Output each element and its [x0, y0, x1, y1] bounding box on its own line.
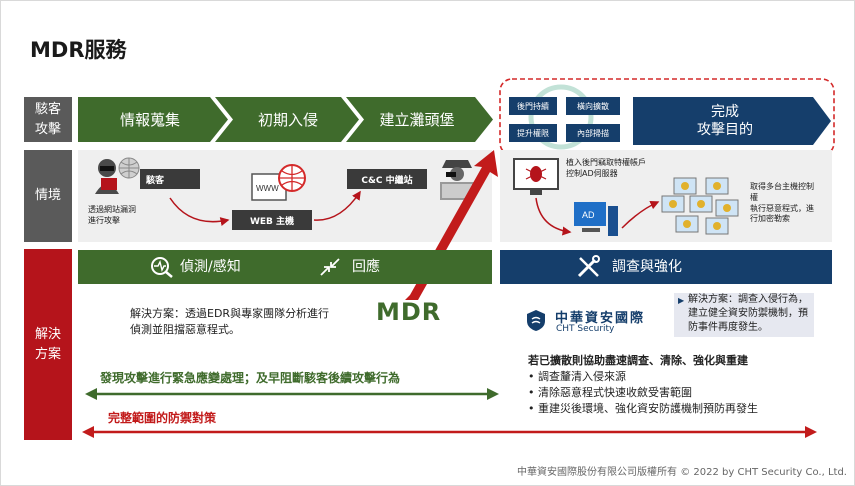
- box-lateral-spread: 橫向擴散: [566, 97, 620, 115]
- footer-copyright: 中華資安國際股份有限公司版權所有 © 2022 by CHT Security …: [517, 467, 847, 478]
- backdoor-desc: 植入後門竊取特權帳戶 控制AD伺服器: [566, 158, 646, 178]
- web-host-label: WEB 主機: [232, 210, 312, 230]
- recover-list: 調查釐清入侵來源 清除惡意程式快速收斂受害範圍 重建災後環境、強化資安防護機制預…: [528, 369, 758, 417]
- detect-respond-bar: [78, 250, 492, 284]
- triangle-bullet-icon: ▶: [678, 296, 685, 305]
- box-backdoor-persist: 後門持續: [509, 97, 557, 115]
- respond-label: 回應: [352, 259, 380, 275]
- page-title: MDR服務: [30, 38, 127, 62]
- goal-label: 完成 攻擊目的: [697, 103, 753, 138]
- investigate-label: 調查與強化: [612, 259, 682, 275]
- cht-logo-icon: [527, 310, 545, 331]
- attack-chevrons: [78, 97, 493, 142]
- web-server-icon: WWW: [251, 164, 306, 201]
- hacker-desc: 透過網站漏洞 進行攻擊: [88, 205, 136, 225]
- red-double-arrow: [82, 426, 817, 438]
- recover-item: 清除惡意程式快速收斂受害範圍: [528, 385, 758, 401]
- stage-initial-access: 初期入侵: [257, 111, 318, 129]
- cht-logo-en: CHT Security: [556, 324, 615, 334]
- box-internal-scan: 內部掃描: [566, 124, 620, 142]
- chevron-shape-2: [215, 97, 359, 142]
- goal-chevron: [633, 97, 831, 145]
- green-double-arrow: [85, 388, 499, 400]
- stage-beachhead: 建立灘頭堡: [379, 111, 455, 129]
- recover-title: 若已擴散則協助盡速調查、清除、強化與重建: [528, 354, 748, 367]
- cht-logo-cn: 中華資安國際: [555, 311, 646, 326]
- hacker-label: 駭客: [140, 169, 200, 189]
- recover-item: 重建災後環境、強化資安防護機制預防再發生: [528, 401, 758, 417]
- cc-server-label: C&C 中繼站: [347, 169, 427, 189]
- chevron-shape-3: [346, 97, 493, 142]
- red-arrow-text: 完整範圍的防禦對策: [108, 411, 217, 425]
- solution-left-text: 解決方案：透過EDR與專家團隊分析進行 偵測並阻擋惡意程式。: [130, 307, 330, 336]
- recover-item: 調查釐清入侵來源: [528, 369, 758, 385]
- spy-icon: [440, 160, 474, 200]
- mdr-label: MDR: [376, 298, 442, 326]
- green-arrow-text: 發現攻擊進行緊急應變處理；及早阻斷駭客後續攻擊行為: [100, 371, 401, 385]
- solution-right-text: 解決方案：調查入侵行為， 建立健全資安防禦機制，預 防事件再度發生。: [688, 294, 808, 333]
- solution-right-box: [674, 293, 814, 337]
- stage-recon: 情報蒐集: [119, 111, 180, 129]
- hacker-icon: [95, 157, 140, 194]
- www-text: WWW: [256, 184, 279, 193]
- scenario-right-arrows: [535, 197, 660, 236]
- chevron-shape-1: [78, 97, 228, 142]
- investigate-bar: [500, 250, 832, 284]
- box-privilege-escalation: 提升權限: [509, 124, 557, 142]
- locked-computers-icon: [661, 177, 739, 235]
- row-label-attack: 駭客 攻擊: [24, 97, 72, 142]
- row-label-solution: 解決 方案: [24, 249, 72, 440]
- row-label-scenario: 情境: [24, 150, 72, 242]
- ad-text: AD: [582, 210, 595, 220]
- detect-label: 偵測/感知: [180, 259, 241, 275]
- ransom-desc: 取得多台主機控制 權 執行惡意程式，進 行加密勒索: [750, 182, 814, 224]
- ad-server-icon: AD: [574, 202, 618, 236]
- detection-icon: [151, 257, 173, 278]
- escalation-arrow: [405, 150, 498, 300]
- tools-icon: [577, 255, 600, 278]
- respond-icon: [320, 258, 340, 276]
- infected-monitor-icon: [513, 158, 559, 195]
- scenario-left-arrows: [169, 190, 361, 226]
